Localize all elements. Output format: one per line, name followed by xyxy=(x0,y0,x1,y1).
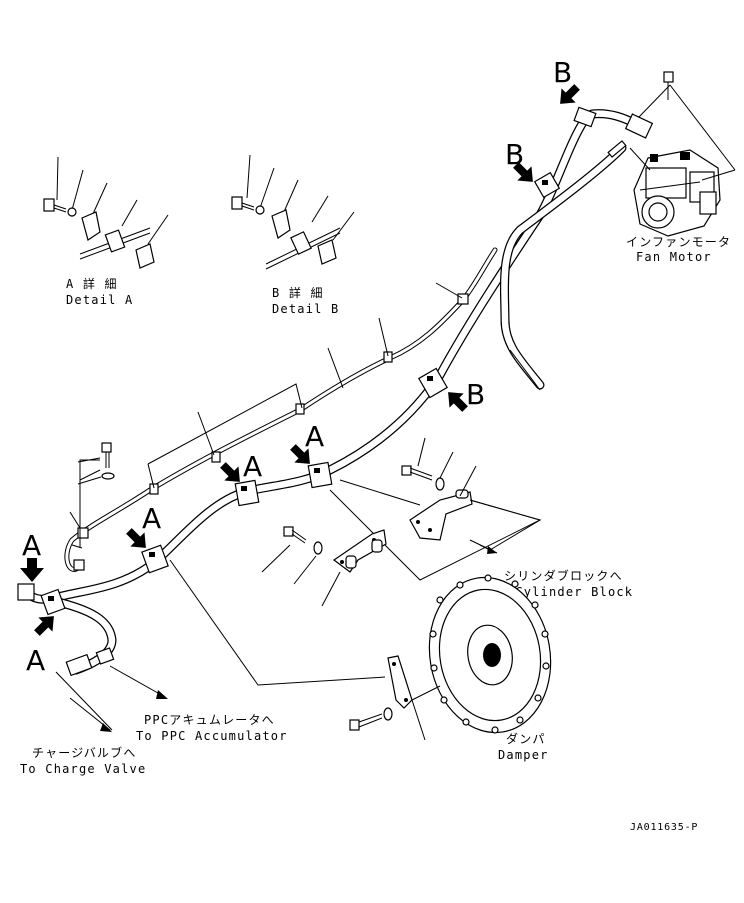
clamp-icon xyxy=(141,544,169,574)
hose-fitting-icon xyxy=(573,106,597,128)
clamp-icon xyxy=(307,461,333,489)
bracket-icon xyxy=(409,491,473,541)
bolt-icon xyxy=(101,442,112,468)
callout-arrow-icon xyxy=(290,444,310,464)
hose-fitting-icon xyxy=(65,653,93,677)
damper-jp: ダンパ xyxy=(506,731,546,746)
charge-valve-jp: チャージバルブへ xyxy=(32,745,137,760)
charge-valve-en: To Charge Valve xyxy=(20,762,146,776)
fan-motor-en: Fan Motor xyxy=(636,250,712,264)
washer-icon xyxy=(67,207,77,217)
clamp-icon xyxy=(81,211,101,241)
clamp-icon xyxy=(533,171,561,199)
detail-b-jp: B 詳 細 xyxy=(272,285,324,300)
callout-arrow-icon xyxy=(560,84,580,104)
callout-a: A xyxy=(26,644,45,677)
hose-fitting-icon xyxy=(95,647,115,665)
clip-icon xyxy=(149,483,159,495)
detail-a-illustration: A 詳 細 Detail A xyxy=(43,156,169,307)
callout-arrow-icon xyxy=(126,528,146,548)
cylinder-block-bracket-lower xyxy=(261,526,387,607)
washer-icon xyxy=(101,472,115,480)
callout-arrow-icon xyxy=(220,462,240,482)
damper-disc-icon xyxy=(428,574,552,734)
ppc-accumulator-jp: PPCアキュムレータへ xyxy=(144,713,275,727)
drawing-number: JA011635-P xyxy=(630,822,698,833)
callout-arrow-icon xyxy=(20,558,44,582)
detail-a-jp: A 詳 細 xyxy=(66,276,118,291)
damper-bracket xyxy=(349,655,441,741)
detail-a-en: Detail A xyxy=(66,293,133,307)
washer-icon xyxy=(313,541,323,555)
clamp-icon xyxy=(265,227,341,270)
clip-icon xyxy=(77,527,89,539)
callout-a: A xyxy=(243,450,262,483)
washer-icon xyxy=(435,477,445,491)
clamp-icon xyxy=(17,583,35,601)
callout-arrow-icon xyxy=(448,392,468,412)
hose-clamps xyxy=(17,140,627,616)
cylinder-block-jp: シリンダブロックへ xyxy=(504,568,623,583)
callout-a: A xyxy=(22,529,41,562)
bolt-icon xyxy=(401,465,433,481)
clamp-icon xyxy=(40,588,66,616)
cylinder-block-bracket xyxy=(401,437,542,551)
hose-fitting-icon xyxy=(624,113,654,139)
detail-b-illustration: B 詳 細 Detail B xyxy=(231,154,355,316)
clip-icon xyxy=(73,559,85,571)
clip-icon xyxy=(295,403,305,415)
clamp-icon xyxy=(418,367,448,399)
fan-motor-jp: インファンモータ xyxy=(626,235,731,249)
detail-b-en: Detail B xyxy=(272,302,339,316)
clamp-icon xyxy=(234,479,260,507)
callout-arrow-icon xyxy=(34,616,54,636)
fan-motor-icon xyxy=(629,71,736,237)
bolt-icon xyxy=(283,526,307,544)
bracket-icon xyxy=(387,655,413,709)
bolt-icon xyxy=(231,196,255,211)
bracket-icon xyxy=(317,239,337,265)
callout-b: B xyxy=(466,378,485,411)
cylinder-block-en: To Cylinder Block xyxy=(490,585,633,599)
callout-b: B xyxy=(505,138,524,171)
clip-icon xyxy=(211,451,221,463)
callout-a: A xyxy=(305,420,324,453)
clip-icon xyxy=(383,351,393,363)
clip-icon xyxy=(457,293,469,305)
callout-arrow-icon xyxy=(513,162,533,182)
bolt-icon xyxy=(43,198,67,213)
bolt-icon xyxy=(349,713,383,731)
callout-b: B xyxy=(553,56,572,89)
clip-icon xyxy=(607,140,627,158)
washer-icon xyxy=(383,707,393,721)
bracket-icon xyxy=(135,243,155,269)
callout-a: A xyxy=(142,502,161,535)
washer-icon xyxy=(255,205,265,215)
clamp-icon xyxy=(79,227,151,260)
ppc-accumulator-en: To PPC Accumulator xyxy=(136,729,288,743)
damper-en: Damper xyxy=(498,748,549,762)
clamp-icon xyxy=(271,209,291,239)
